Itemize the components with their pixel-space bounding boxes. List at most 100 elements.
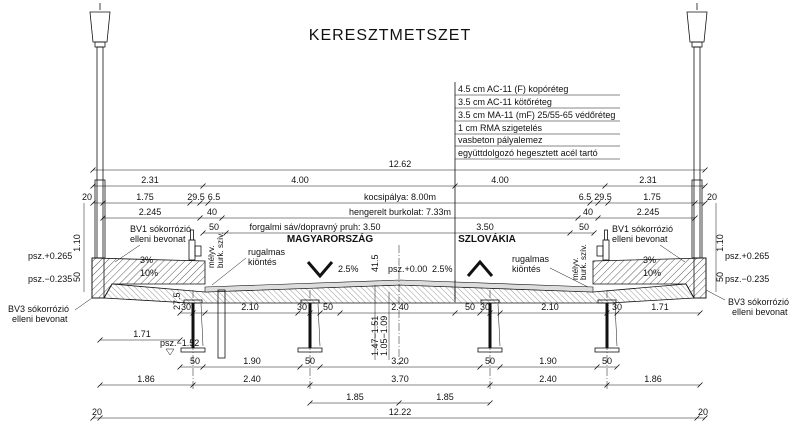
dimension-tick bbox=[197, 215, 203, 221]
slope-label: 3% bbox=[643, 255, 656, 265]
girder-stiffener bbox=[497, 303, 501, 347]
dim-label: 1.90 bbox=[243, 356, 261, 366]
drain-label-left: burk. szív. bbox=[216, 232, 225, 268]
drawing-title: KERESZTMETSZET bbox=[309, 27, 471, 44]
dimension-tick bbox=[97, 337, 103, 343]
elevation-top-right: psz.+0.265 bbox=[725, 251, 769, 261]
dimension-tick bbox=[219, 215, 225, 221]
dim-label: 2.40 bbox=[243, 374, 261, 384]
railing-post-right-icon bbox=[596, 229, 610, 261]
dim-label: 2.10 bbox=[241, 302, 259, 312]
dim-label: 50 bbox=[602, 356, 612, 366]
dim-label: 40 bbox=[207, 207, 217, 217]
dimension-tick bbox=[567, 230, 573, 236]
joint-filler-label-right: kiöntés bbox=[512, 264, 541, 274]
height-curb-right: 50 bbox=[715, 272, 725, 282]
country-label-hungary: MAGYARORSZÁG bbox=[287, 232, 374, 245]
dimension-tick bbox=[594, 364, 600, 370]
dim-label: 3.20 bbox=[391, 356, 409, 366]
dim-label: 20 bbox=[92, 407, 102, 417]
dim-label: 1.85 bbox=[436, 392, 454, 402]
lamp-post-left-icon bbox=[89, 3, 111, 259]
dimension-tick bbox=[100, 200, 106, 206]
bv3-label-right: elleni bevonat bbox=[732, 307, 788, 317]
girder-stiffener bbox=[317, 303, 321, 347]
elevation-bottom-right: psz.−0.235 bbox=[725, 274, 769, 284]
elevation-crown: psz.+0.00 bbox=[388, 264, 427, 274]
girder-web bbox=[605, 303, 609, 348]
dimension-tick bbox=[697, 310, 703, 316]
dim-label: 1.86 bbox=[644, 374, 662, 384]
drain-pipe-icon bbox=[217, 289, 226, 359]
dimension-tick bbox=[595, 215, 601, 221]
layer-legend: 4.5 cm AC-11 (F) kopóréteg 3.5 cm AC-11 … bbox=[454, 82, 620, 300]
slope-label: 2.5% bbox=[338, 264, 359, 274]
dimension-tick bbox=[614, 364, 620, 370]
dim-label: 50 bbox=[323, 302, 333, 312]
dimension-lines bbox=[90, 167, 708, 421]
legend-layer: 3.5 cm AC-11 kötőréteg bbox=[458, 97, 552, 107]
bv3-label-left: elleni bevonat bbox=[12, 314, 68, 324]
girder-web bbox=[488, 303, 492, 348]
dimension-tick bbox=[97, 415, 103, 421]
height-curb-left: 50 bbox=[72, 272, 82, 282]
girder-web bbox=[191, 303, 195, 348]
legend-layer: együttdolgozó hegesztett acél tartó bbox=[458, 148, 598, 158]
bv1-label-right: elleni bevonat bbox=[612, 234, 668, 244]
dim-label: 3.70 bbox=[391, 374, 409, 384]
dimension-tick bbox=[587, 200, 593, 206]
dim-label: 30 bbox=[612, 302, 622, 312]
elevation-girder-bottom: psz.−1.52 bbox=[160, 338, 199, 348]
dimension-tick bbox=[297, 364, 303, 370]
dimension-tick bbox=[295, 310, 301, 316]
drain-label-left: mélyv. bbox=[207, 245, 216, 268]
girder-stiffener bbox=[200, 303, 204, 347]
direction-arrow-up-icon bbox=[466, 259, 494, 277]
dim-label: 30 bbox=[181, 302, 191, 312]
dimension-tick bbox=[200, 364, 206, 370]
girder-web bbox=[308, 303, 312, 348]
dim-label: 30 bbox=[480, 302, 490, 312]
dimension-tick bbox=[595, 200, 601, 206]
dimension-tick bbox=[477, 364, 483, 370]
dimension-tick bbox=[90, 415, 96, 421]
dimension-tick bbox=[692, 215, 698, 221]
dim-label: 4.00 bbox=[491, 175, 509, 185]
steel-girders bbox=[180, 290, 620, 390]
dim-label: 20 bbox=[707, 192, 717, 202]
dimension-tick bbox=[497, 364, 503, 370]
dim-label: 1.85 bbox=[346, 392, 364, 402]
dim-label: 2.40 bbox=[539, 374, 557, 384]
dim-label: 20 bbox=[698, 407, 708, 417]
dimension-tick bbox=[177, 310, 183, 316]
lamp-post-right-icon bbox=[686, 3, 708, 259]
dimension-tick bbox=[205, 200, 211, 206]
dimension-tick bbox=[187, 200, 193, 206]
legend-layer: 1 cm RMA szigetelés bbox=[458, 123, 543, 133]
bv1-label-left: elleni bevonat bbox=[130, 234, 186, 244]
elevation-top-left: psz.+0.265 bbox=[28, 251, 72, 261]
dimension-tick bbox=[202, 310, 208, 316]
dimension-tick bbox=[396, 400, 402, 406]
dimension-tick bbox=[702, 415, 708, 421]
dimension-tick bbox=[307, 400, 313, 406]
dimension-tick bbox=[602, 183, 608, 189]
forgalmi-label: forgalmi sáv/dopravný pruh: 3.50 bbox=[249, 222, 380, 232]
dim-label: 29.5 bbox=[187, 192, 205, 202]
dim-label: 29.5 bbox=[594, 192, 612, 202]
dim-label: 50 bbox=[579, 222, 589, 232]
slope-label: 10% bbox=[140, 268, 158, 278]
dimension-tick bbox=[575, 215, 581, 221]
dimension-tick bbox=[702, 167, 708, 173]
elevation-bottom-left: psz.−0.235 bbox=[28, 274, 72, 284]
dimension-tick bbox=[90, 167, 96, 173]
dimension-tick bbox=[100, 215, 106, 221]
dimension-tick bbox=[591, 230, 597, 236]
dim-total-width: 12.62 bbox=[389, 159, 412, 169]
dimension-tick bbox=[317, 364, 323, 370]
slope-label: 3% bbox=[140, 255, 153, 265]
dim-label: 1.86 bbox=[137, 374, 155, 384]
dim-label: 1.90 bbox=[539, 356, 557, 366]
dim-label: 2.31 bbox=[639, 175, 657, 185]
bv3-label-left: BV3 sókorrózió bbox=[8, 304, 69, 314]
